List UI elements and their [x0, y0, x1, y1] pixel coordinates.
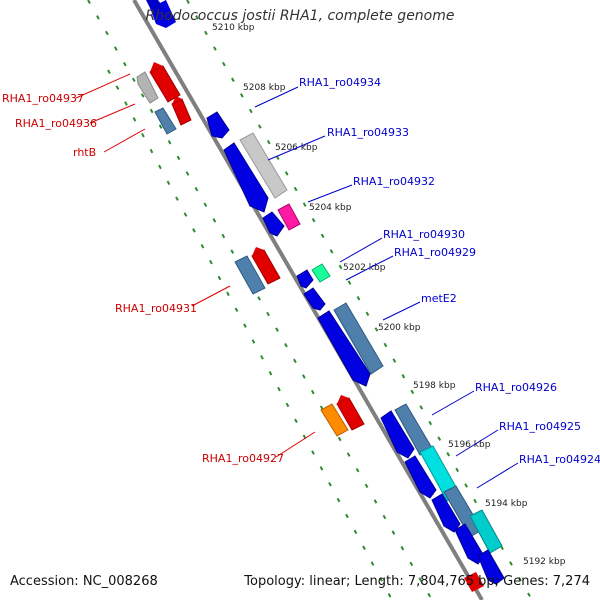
gene-RHA1_ro04931-arrowhead [252, 247, 264, 256]
gene-metE2-small[interactable] [303, 287, 326, 311]
gene-label-RHA1_ro04924[interactable]: RHA1_ro04924 [519, 453, 600, 466]
genome-summary-text: Topology: linear; Length: 7,804,765 bp; … [244, 574, 590, 589]
gene-RHA1_ro04933-blue[interactable] [223, 142, 269, 213]
tick-label-5192: 5192 kbp [523, 557, 566, 567]
tick-label-5194: 5194 kbp [485, 499, 528, 509]
leader-RHA1_ro04937 [75, 73, 131, 99]
leader-RHA1_ro04929 [345, 255, 394, 281]
gene-RHA1_ro04932-blue[interactable] [262, 211, 285, 237]
gene-RHA1_ro04927-arrowhead [337, 395, 349, 404]
leader-RHA1_ro04924 [476, 462, 519, 489]
gene-rhtB-arrow[interactable] [171, 98, 192, 126]
gene-RHA1_ro04937-arrowhead [150, 62, 163, 72]
leader-metE2 [382, 301, 421, 321]
tick-label-5198: 5198 kbp [413, 381, 456, 391]
gene-RHA1_ro04937-arrow[interactable] [149, 65, 181, 103]
gene-label-RHA1_ro04936[interactable]: RHA1_ro04936 [15, 117, 97, 130]
leader-RHA1_ro04927 [275, 431, 316, 458]
gene-metE2-blue[interactable] [317, 310, 371, 387]
gene-RHA1_ro04926-blue[interactable] [380, 410, 415, 459]
gene-label-RHA1_ro04932[interactable]: RHA1_ro04932 [353, 175, 435, 188]
leader-RHA1_ro04936 [89, 103, 136, 124]
gene-label-rhtB[interactable]: rhtB [73, 146, 96, 159]
leader-RHA1_ro04934 [254, 86, 299, 108]
gene-RHA1_ro04934[interactable] [206, 111, 230, 139]
gene-RHA1_ro04925-blue[interactable] [404, 455, 437, 499]
tick-label-5210-partial: 5210 kbp [212, 23, 255, 33]
right-dotted-track [186, 0, 533, 601]
gene-top-blue-small[interactable] [146, 0, 164, 12]
gene-RHA1_ro04929[interactable] [311, 263, 331, 283]
map-title: Rhodococcus jostii RHA1, complete genome [145, 8, 455, 24]
gene-label-RHA1_ro04927[interactable]: RHA1_ro04927 [202, 452, 284, 465]
gene-label-RHA1_ro04931[interactable]: RHA1_ro04931 [115, 302, 197, 315]
gene-label-metE2[interactable]: metE2 [421, 292, 457, 305]
leader-rhtB [103, 128, 146, 153]
gene-RHA1_ro04927-body[interactable] [320, 403, 349, 437]
gene-RHA1_ro04937-gray[interactable] [136, 71, 159, 104]
tick-label-5200: 5200 kbp [378, 323, 421, 333]
gene-lower-blue-2[interactable] [477, 549, 505, 585]
leader-RHA1_ro04926 [431, 390, 475, 416]
gene-label-RHA1_ro04930[interactable]: RHA1_ro04930 [383, 228, 465, 241]
tick-label-5202: 5202 kbp [343, 263, 386, 273]
gene-metE2-steel[interactable] [333, 302, 384, 375]
gene-label-RHA1_ro04933[interactable]: RHA1_ro04933 [327, 126, 409, 139]
gene-RHA1_ro04936-arrow[interactable] [154, 107, 177, 135]
gene-RHA1_ro04930[interactable] [296, 269, 314, 289]
gene-rhtB-arrowhead [172, 96, 182, 104]
tick-label-5196: 5196 kbp [448, 440, 491, 450]
gene-label-RHA1_ro04929[interactable]: RHA1_ro04929 [394, 246, 476, 259]
gene-lower-cyan[interactable] [469, 509, 503, 554]
gene-label-RHA1_ro04934[interactable]: RHA1_ro04934 [299, 76, 381, 89]
gene-RHA1_ro04933-gray[interactable] [239, 132, 288, 199]
leader-RHA1_ro04925 [455, 429, 499, 457]
gene-RHA1_ro04931-body[interactable] [234, 255, 266, 295]
leader-RHA1_ro04932 [307, 184, 353, 203]
gene-label-RHA1_ro04925[interactable]: RHA1_ro04925 [499, 420, 581, 433]
gene-RHA1_ro04924-blue[interactable] [431, 493, 461, 533]
leader-RHA1_ro04930 [339, 237, 383, 263]
leader-RHA1_ro04933 [267, 135, 326, 161]
gene-bottom-red-partial[interactable] [464, 572, 484, 592]
gene-label-RHA1_ro04937[interactable]: RHA1_ro04937 [2, 92, 84, 105]
gene-label-RHA1_ro04926[interactable]: RHA1_ro04926 [475, 381, 557, 394]
outer-left-dotted-track [87, 0, 433, 601]
tick-label-5208: 5208 kbp [243, 83, 286, 93]
leader-RHA1_ro04931 [191, 285, 231, 307]
accession-text: Accession: NC_008268 [10, 574, 158, 589]
gene-RHA1_ro04932-magenta[interactable] [277, 203, 301, 231]
tick-label-5204: 5204 kbp [309, 203, 352, 213]
